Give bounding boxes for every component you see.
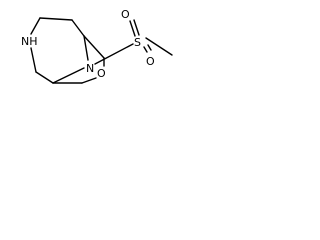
bond-c1-c2 [39,17,73,21]
bond-c7-c3 [83,35,105,59]
bond-n-s [94,43,134,65]
atom-label-o-top: O [121,8,130,21]
atom-label-o-bottom: O [146,55,155,68]
bond-c5-n [52,67,85,84]
bond-c4-c5 [35,71,54,84]
bond-nh-c4 [30,47,37,73]
bond-s-o-bottom-a [143,46,148,53]
bond-c3-n [83,35,89,61]
bond-s-o-bottom-b [147,44,152,51]
bond-s-o-top-a [129,20,136,37]
bond-s-methyl [145,37,173,56]
bond-c6-o-ring [81,77,97,84]
bond-s-o-top-b [133,19,140,36]
atom-label-s: S [134,36,141,49]
bond-c1-nh [30,17,41,35]
atom-label-nh: NH [21,35,38,48]
bond-c2-c3 [71,19,85,37]
atom-label-o-ring: O [97,67,106,80]
chemical-structure: NH N O S O O [21,8,173,84]
atom-label-n: N [86,62,94,75]
